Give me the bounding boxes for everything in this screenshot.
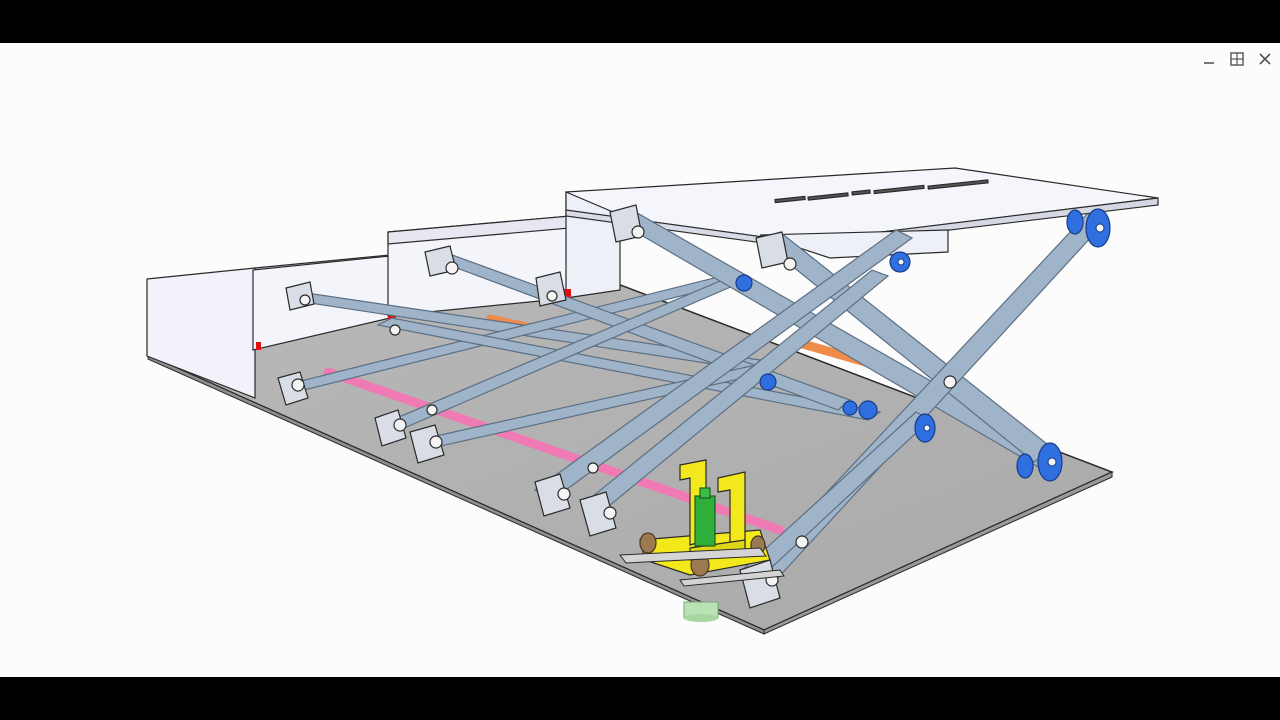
- red-marker: [256, 342, 261, 350]
- letterbox-top: [0, 0, 1280, 43]
- scissor-lift-model[interactable]: [0, 43, 1280, 677]
- maximize-icon: [1230, 52, 1244, 66]
- letterbox-bottom: [0, 677, 1280, 720]
- scissor-arms: [283, 209, 1107, 593]
- close-icon: [1259, 53, 1271, 65]
- pivot-brackets: [277, 204, 789, 609]
- red-marker: [562, 289, 571, 299]
- motor: [694, 487, 716, 547]
- minimize-icon: [1204, 62, 1214, 64]
- base-plate-edge-right: [763, 471, 1113, 635]
- cad-viewport[interactable]: [0, 43, 1280, 677]
- roller-hubs: [897, 223, 1105, 467]
- platform-engraving: [774, 179, 989, 204]
- slider-rails: [619, 547, 785, 587]
- rollers: [735, 208, 1111, 482]
- window-controls: [1200, 49, 1274, 69]
- maximize-button[interactable]: [1228, 50, 1246, 68]
- close-button[interactable]: [1256, 50, 1274, 68]
- actuator-cylinder: [683, 601, 719, 622]
- minimize-button[interactable]: [1200, 50, 1218, 68]
